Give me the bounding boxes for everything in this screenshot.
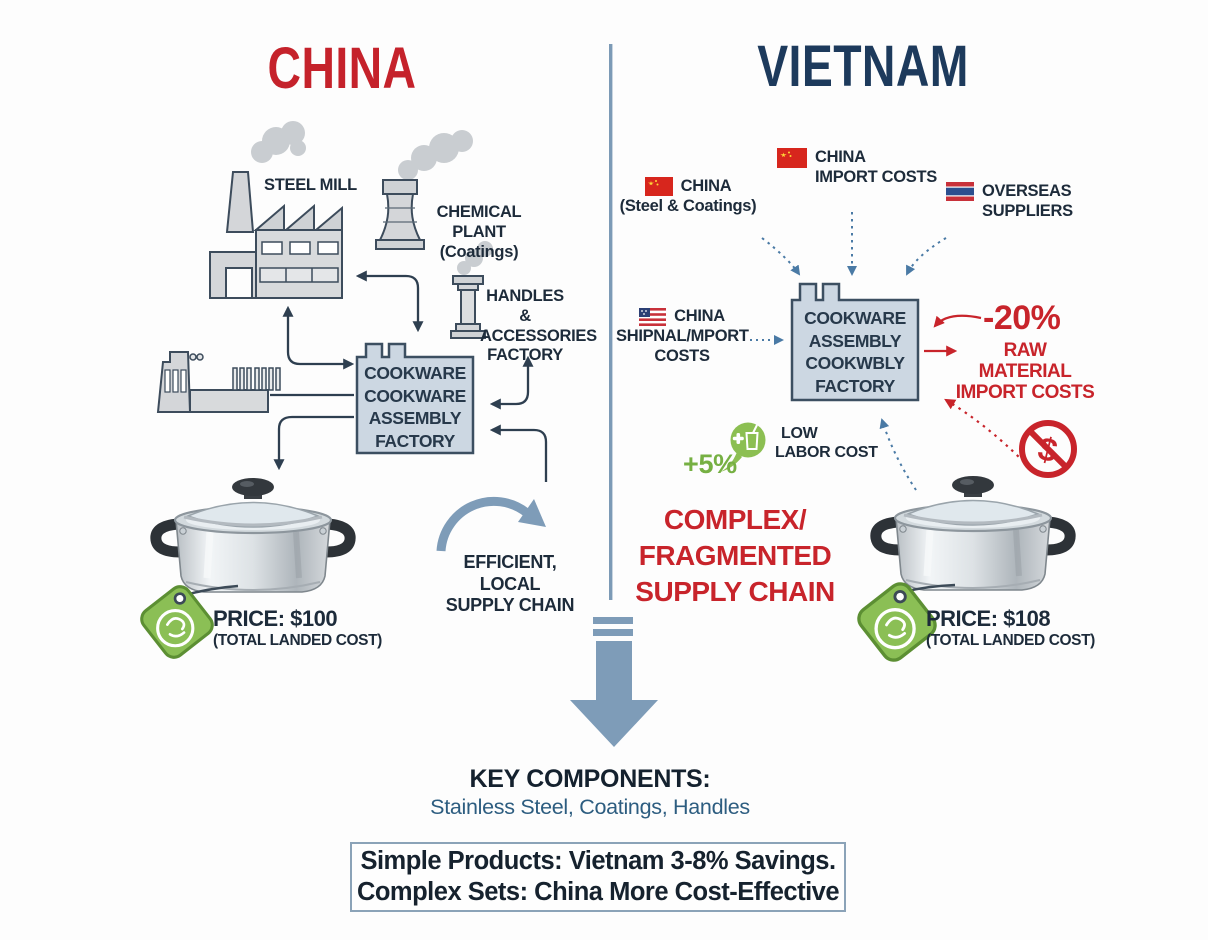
vn-source-name: CHINA <box>680 177 732 195</box>
china-price: PRICE: $100 <box>213 606 338 631</box>
vn-overseas-line: SUPPLIERS <box>982 201 1073 220</box>
china-pot-illustration <box>135 478 350 664</box>
vietnam-title: VIETNAM <box>757 34 969 99</box>
smoke-handles-factory <box>457 241 493 275</box>
low-labor-label: LOW LABOR COST <box>775 424 878 462</box>
steel-mill-label: STEEL MILL <box>264 176 357 194</box>
no-dollar-icon: $ <box>1019 420 1077 478</box>
china-flag-icon <box>644 177 673 197</box>
assembly-line: ASSEMBLY <box>368 408 462 428</box>
efficient-line: SUPPLY CHAIN <box>445 595 575 616</box>
complex-line: COMPLEX/ <box>663 504 807 535</box>
labor-pct: +5% <box>683 449 737 479</box>
assembly-line: FACTORY <box>375 430 455 451</box>
overseas-flag-icon <box>946 182 974 201</box>
raw-line: IMPORT COSTS <box>955 382 1095 403</box>
china-title: CHINA <box>267 36 417 101</box>
vn-source-china-label: CHINA (Steel & Coatings) <box>618 177 758 217</box>
assembly-line: ASSEMBLY <box>808 330 902 351</box>
vietnam-assembly-factory-box <box>790 282 920 402</box>
vn-import-line: IMPORT COSTS <box>815 167 937 186</box>
assembly-line: COOKWARE <box>364 363 466 383</box>
china-price-label: PRICE: $100 (TOTAL LANDED COST) <box>213 606 382 651</box>
china-price-sub: (TOTAL LANDED COST) <box>213 632 382 650</box>
handles-line: HANDLES & <box>486 287 564 325</box>
smoke-chemical-plant <box>398 130 473 180</box>
raw-material-label: RAW MATERIAL IMPORT COSTS <box>955 340 1095 403</box>
conclusion-line: Complex Sets: China More Cost-Effective <box>356 878 840 906</box>
vietnam-assembly-label: COOKWARE ASSEMBLY COOKWBLY FACTORY <box>792 307 918 397</box>
key-components-list: Stainless Steel, Coatings, Handles <box>430 795 750 819</box>
chemical-plant-label: CHEMICAL PLANT (Coatings) <box>420 203 538 262</box>
vn-shipping-label: CHINA SHIPNAL/MPORT COSTS <box>616 307 749 366</box>
big-down-arrow-icon <box>570 617 658 747</box>
vn-shipping-line: COSTS <box>654 346 710 365</box>
handles-line: FACTORY <box>487 346 563 365</box>
china-flow-arrows <box>270 270 548 482</box>
key-components-title: KEY COMPONENTS: <box>469 765 711 793</box>
china-assembly-label: COOKWARE COOKWARE ASSEMBLY FACTORY <box>357 362 473 452</box>
complex-supply-label: COMPLEX/ FRAGMENTED SUPPLY CHAIN <box>625 502 845 610</box>
handles-factory-label: HANDLES & ACCESSORIES FACTORY <box>480 287 597 366</box>
conclusion-line: Simple Products: Vietnam 3-8% Savings. <box>360 847 836 875</box>
chemical-plant-name: CHEMICAL PLANT <box>436 203 522 241</box>
vn-shipping-line: CHINA <box>674 307 725 325</box>
handles-factory-illustration <box>450 275 486 339</box>
vn-import-line: CHINA <box>815 148 866 166</box>
vn-source-sub: (Steel & Coatings) <box>619 196 757 215</box>
vn-import-costs-label: CHINA IMPORT COSTS <box>777 148 937 188</box>
assembly-line: COOKWBLY <box>805 353 905 373</box>
china-assembly-factory-box <box>355 342 475 455</box>
chemical-plant-sub: (Coatings) <box>439 242 519 261</box>
chemical-plant-illustration <box>375 179 425 250</box>
vietnam-inbound-arrows <box>750 212 947 491</box>
labor-cost-bubble-icon <box>720 422 766 472</box>
assembly-line: FACTORY <box>815 375 895 396</box>
complex-line: SUPPLY CHAIN <box>635 576 835 607</box>
divider-line <box>609 44 613 600</box>
vn-overseas-line: OVERSEAS <box>982 182 1072 200</box>
steel-mill-illustration <box>209 171 343 299</box>
efficient-supply-loop-arrow <box>436 496 546 552</box>
vn-overseas-label: OVERSEAS SUPPLIERS <box>946 182 1073 222</box>
us-flag-icon <box>639 307 667 326</box>
assembly-line: COOKWARE <box>804 308 906 328</box>
labor-line: LOW <box>781 425 818 442</box>
handles-line: ACCESSORIES <box>480 326 597 345</box>
raw-material-pct: -20% <box>983 299 1061 337</box>
conclusion-box: Simple Products: Vietnam 3-8% Savings. C… <box>350 842 846 912</box>
assembly-line: COOKWARE <box>364 385 466 406</box>
labor-line: LABOR COST <box>775 444 878 462</box>
vietnam-pot-illustration <box>852 476 1070 667</box>
money-tag-icon <box>135 580 219 664</box>
small-factory-illustration <box>156 351 281 413</box>
smoke-steel-mill <box>251 121 306 163</box>
efficient-line: EFFICIENT, LOCAL <box>463 552 557 594</box>
raw-line: RAW MATERIAL <box>978 340 1072 382</box>
vietnam-price-sub: (TOTAL LANDED COST) <box>926 632 1095 650</box>
vn-shipping-line: SHIPNAL/MPORT <box>616 326 749 345</box>
vietnam-cost-arrows <box>924 314 1025 463</box>
china-flag-icon <box>777 148 807 168</box>
complex-line: FRAGMENTED <box>638 540 832 571</box>
vietnam-price: PRICE: $108 <box>926 606 1051 631</box>
efficient-supply-label: EFFICIENT, LOCAL SUPPLY CHAIN <box>440 552 580 617</box>
vietnam-price-label: PRICE: $108 (TOTAL LANDED COST) <box>926 606 1095 651</box>
